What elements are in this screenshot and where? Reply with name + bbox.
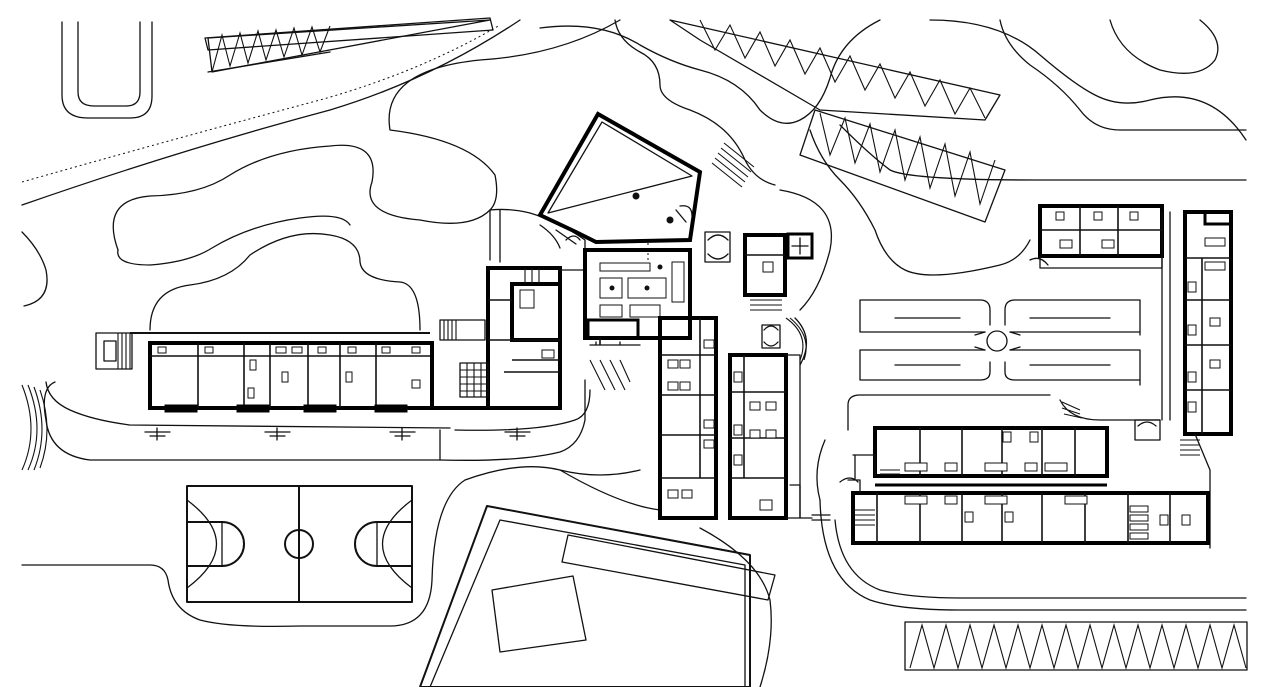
parking-top-center xyxy=(669,19,1006,223)
center-wing-a xyxy=(658,316,718,520)
link-doors xyxy=(704,231,831,521)
site-paths xyxy=(21,19,1247,687)
courtyard xyxy=(859,299,1141,386)
kitchen-block xyxy=(583,248,692,391)
central-service-block xyxy=(430,208,586,410)
service-building xyxy=(743,232,814,311)
center-wing-b xyxy=(728,317,807,520)
right-wing-mid xyxy=(873,399,1161,487)
right-wing-top xyxy=(1029,204,1164,269)
parking-bottom-right xyxy=(904,621,1248,671)
sports-court xyxy=(186,485,413,603)
left-wing xyxy=(21,332,531,471)
main-hall xyxy=(537,111,755,262)
parking-top-left xyxy=(204,17,494,73)
right-wing-east xyxy=(1161,210,1233,549)
plaza xyxy=(419,505,776,687)
right-wing-south xyxy=(839,454,1210,545)
